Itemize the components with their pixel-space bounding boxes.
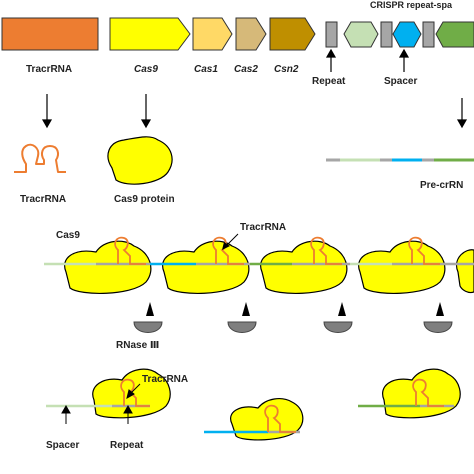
cas2-gene-arrow bbox=[235, 17, 267, 51]
crispr-array-title: CRISPR repeat-spa bbox=[370, 0, 453, 10]
processing-cas9-label: Cas9 bbox=[56, 230, 80, 241]
mature-tracrrna-label: TracrRNA bbox=[142, 374, 189, 385]
repeat-box bbox=[325, 21, 338, 48]
tracrrna-gene-label: TracrRNA bbox=[26, 64, 73, 75]
spacer-label: Spacer bbox=[384, 76, 418, 87]
pre-crrna-label: Pre-crRN bbox=[420, 180, 464, 191]
expression-arrows bbox=[41, 48, 468, 129]
cas9-gene-arrow bbox=[109, 17, 191, 51]
mature-repeat-label: Repeat bbox=[110, 440, 144, 451]
tracrrna-product-label: TracrRNA bbox=[20, 194, 67, 205]
cas1-gene-arrow bbox=[192, 17, 233, 51]
csn2-gene-arrow bbox=[269, 17, 316, 51]
rnase-iii-enzymes bbox=[133, 321, 453, 333]
processing-tracrrna-label: TracrRNA bbox=[240, 222, 287, 233]
mature-complexes bbox=[46, 368, 461, 441]
spacer-hexagon-3 bbox=[435, 21, 474, 48]
cas9-blob-4 bbox=[358, 240, 446, 294]
repeat-label: Repeat bbox=[312, 76, 346, 87]
repeat-box bbox=[422, 21, 435, 48]
cas9-protein-label: Cas9 protein bbox=[114, 194, 175, 205]
cas9-blob-2 bbox=[162, 240, 250, 294]
cas9-protein-blob bbox=[107, 136, 173, 185]
mature-cas9-blob-2 bbox=[230, 398, 304, 441]
processing-row bbox=[44, 233, 474, 333]
cas1-gene-label: Cas1 bbox=[194, 64, 218, 75]
cas9-gene-label: Cas9 bbox=[134, 64, 158, 75]
cas9-blob-5 bbox=[456, 249, 474, 294]
mature-cas9-blob-3 bbox=[382, 368, 461, 419]
spacer-hexagon-1 bbox=[343, 21, 379, 48]
spacer-hexagon-2 bbox=[392, 21, 422, 48]
cas9-blob-3 bbox=[260, 240, 348, 294]
repeat-box bbox=[380, 21, 393, 48]
mature-pointers bbox=[61, 383, 141, 424]
mature-spacer-label: Spacer bbox=[46, 440, 80, 451]
tracrrna-gene bbox=[1, 17, 99, 51]
tracrrna-pointer bbox=[225, 233, 239, 247]
gene-locus bbox=[1, 17, 474, 51]
cas2-gene-label: Cas2 bbox=[234, 64, 258, 75]
rnase-iii-label: RNase Ⅲ bbox=[116, 340, 160, 351]
csn2-gene-label: Csn2 bbox=[274, 64, 299, 75]
cas9-blob-1 bbox=[64, 240, 152, 294]
tracrrna-squiggle bbox=[14, 143, 66, 173]
cleavage-markers bbox=[146, 302, 444, 316]
